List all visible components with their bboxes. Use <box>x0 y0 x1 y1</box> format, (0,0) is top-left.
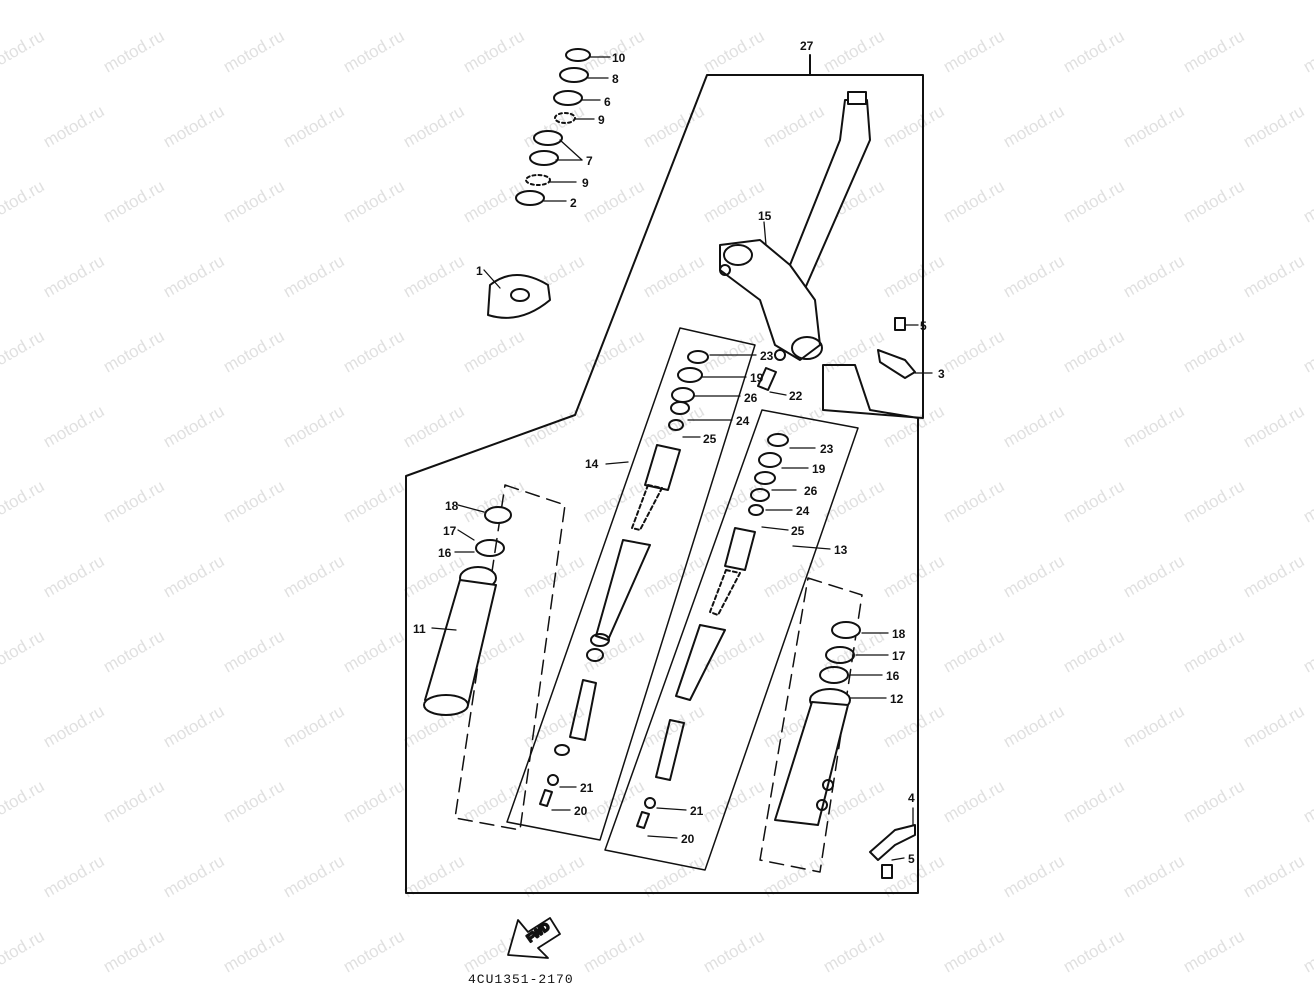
callout-23-left[interactable]: 23 <box>760 349 774 363</box>
callout-17-right[interactable]: 17 <box>892 649 906 663</box>
forward-arrow[interactable]: FWD <box>507 917 561 959</box>
callout-14[interactable]: 14 <box>585 457 599 471</box>
callout-5-top[interactable]: 5 <box>920 319 927 333</box>
callout-23-right[interactable]: 23 <box>820 442 834 456</box>
outer-tube-right <box>774 621 861 826</box>
callout-11[interactable]: 11 <box>413 622 426 636</box>
bracket-4 <box>869 824 916 861</box>
outer-tube-box-right <box>759 577 863 873</box>
callout-19-right[interactable]: 19 <box>812 462 826 476</box>
callout-27[interactable]: 27 <box>800 39 814 53</box>
callout-12[interactable]: 12 <box>890 692 904 706</box>
fork-internals-right <box>636 433 789 829</box>
callout-13[interactable]: 13 <box>834 543 848 557</box>
callout-8[interactable]: 8 <box>612 72 619 86</box>
callout-19-left[interactable]: 19 <box>750 371 764 385</box>
callout-26-left[interactable]: 26 <box>744 391 758 405</box>
callout-24-right[interactable]: 24 <box>796 504 810 518</box>
callout-6[interactable]: 6 <box>604 95 611 109</box>
callout-25-left[interactable]: 25 <box>703 432 717 446</box>
callout-26-right[interactable]: 26 <box>804 484 818 498</box>
callout-16-left[interactable]: 16 <box>438 546 452 560</box>
callout-9-bottom[interactable]: 9 <box>582 176 589 190</box>
callout-3[interactable]: 3 <box>938 367 945 381</box>
fork-inner-box-right <box>604 409 859 871</box>
bolt-5-top <box>894 317 906 331</box>
callout-21-left[interactable]: 21 <box>580 781 594 795</box>
diagram-code: 4CU1351-2170 <box>468 972 574 986</box>
callout-24-left[interactable]: 24 <box>736 414 750 428</box>
bracket-3 <box>877 349 916 379</box>
callout-22[interactable]: 22 <box>789 389 803 403</box>
steering-stem <box>719 91 871 361</box>
leader-lines <box>431 56 933 861</box>
callout-20-right[interactable]: 20 <box>681 832 695 846</box>
bearing-stack <box>515 48 591 206</box>
callout-15[interactable]: 15 <box>758 209 772 223</box>
callout-20-left[interactable]: 20 <box>574 804 588 818</box>
callout-1[interactable]: 1 <box>476 264 483 278</box>
callout-2[interactable]: 2 <box>570 196 577 210</box>
callout-10[interactable]: 10 <box>612 51 626 65</box>
callout-7[interactable]: 7 <box>586 154 593 168</box>
seal-plate <box>487 274 551 319</box>
fork-inner-box-left <box>506 327 756 841</box>
callout-18-right[interactable]: 18 <box>892 627 906 641</box>
fork-internals-left <box>539 350 709 807</box>
callout-25-right[interactable]: 25 <box>791 524 805 538</box>
callout-21-right[interactable]: 21 <box>690 804 704 818</box>
callout-18-left[interactable]: 18 <box>445 499 459 513</box>
callout-16-right[interactable]: 16 <box>886 669 900 683</box>
callout-9-top[interactable]: 9 <box>598 113 605 127</box>
assembly-boundary <box>405 74 924 894</box>
callout-4[interactable]: 4 <box>908 791 915 805</box>
seal-plate-hole <box>510 288 530 302</box>
callout-5-bottom[interactable]: 5 <box>908 852 915 866</box>
bolt-5-bottom <box>881 864 893 879</box>
callout-17-left[interactable]: 17 <box>443 524 457 538</box>
bolt-22 <box>757 367 777 391</box>
outer-tube-left <box>423 506 512 716</box>
